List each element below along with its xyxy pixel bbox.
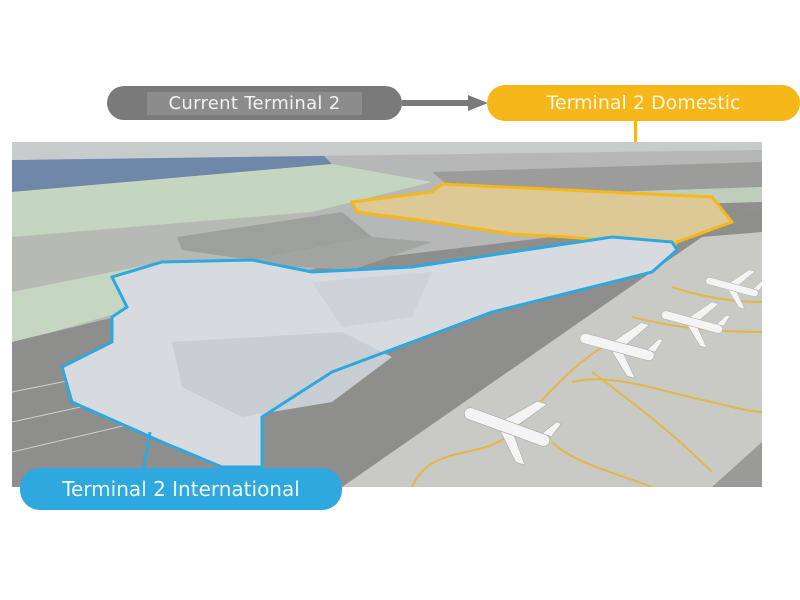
domestic-terminal-text: Terminal 2 Domestic: [546, 92, 741, 114]
right-arrow-icon: [402, 95, 488, 111]
international-terminal-text: Terminal 2 International: [62, 477, 300, 501]
international-terminal-label: Terminal 2 International: [20, 468, 342, 510]
current-terminal-label: Current Terminal 2: [107, 86, 402, 120]
domestic-terminal-label: Terminal 2 Domestic: [487, 85, 800, 121]
airport-aerial-render: [12, 142, 762, 487]
airport-scene-graphic: [12, 142, 762, 487]
current-terminal-text: Current Terminal 2: [146, 91, 363, 115]
